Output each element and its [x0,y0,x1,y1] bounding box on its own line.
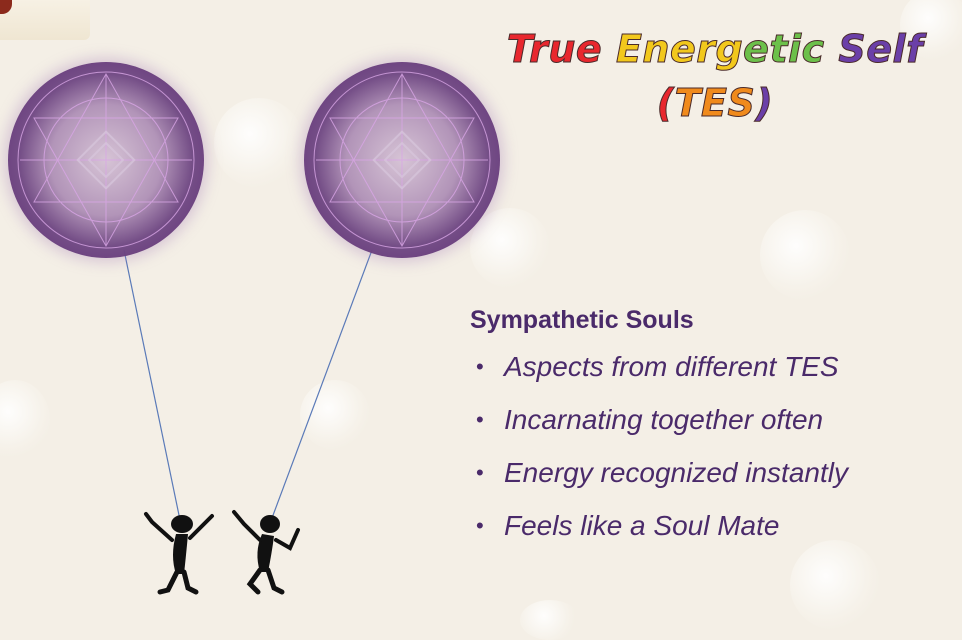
title-word-energetic-part: Energ [615,27,744,72]
bullet-text: Aspects from different TES [504,351,839,382]
bullet-list: • Aspects from different TES • Incarnating… [468,347,948,559]
title-word-self: Self [838,27,924,72]
section-heading: Sympathetic Souls [470,306,694,334]
bullet-dot-icon: • [476,513,484,538]
dancing-figure-icon [144,512,214,595]
bullet-text: Energy recognized instantly [504,457,848,488]
dancing-figure-icon [232,510,300,595]
title-word-energetic: Energetic [615,27,825,72]
title-open-paren: ( [656,81,675,126]
energy-orb-icon [304,62,500,258]
background-bubble [470,208,550,288]
bullet-text: Incarnating together often [504,404,824,435]
bullet-dot-icon: • [476,460,484,485]
background-bubble [900,0,962,60]
background-bubble [760,210,850,300]
bullet-item: • Feels like a Soul Mate [468,506,948,559]
title-word-true: True [506,27,603,72]
tether-line-left [123,249,181,521]
title-line-2: (TES) [480,76,950,130]
bullet-dot-icon: • [476,354,484,379]
bullet-text: Feels like a Soul Mate [504,510,780,541]
title-word-energetic-part: etic [743,27,825,72]
title-line-1: True Energetic Self [480,22,950,76]
tether-lines [123,249,373,521]
sympathetic-souls-section: Sympathetic Souls • Aspects from differen… [468,306,948,559]
bullet-item: • Incarnating together often [468,400,948,453]
background-bubble [300,380,370,450]
background-bubble [790,540,880,630]
bullet-item: • Aspects from different TES [468,347,948,400]
slide-title: True Energetic Self (TES) [480,22,950,130]
background-bubble [214,98,304,188]
title-abbreviation: TES [674,81,756,126]
tether-line-right [271,249,373,519]
energy-orb-icon [8,62,204,258]
corner-ornament [0,0,90,40]
corner-accent [0,0,12,14]
dancing-figures [144,510,300,595]
bullet-item: • Energy recognized instantly [468,453,948,506]
bullet-dot-icon: • [476,407,484,432]
title-close-paren: ) [755,81,774,126]
